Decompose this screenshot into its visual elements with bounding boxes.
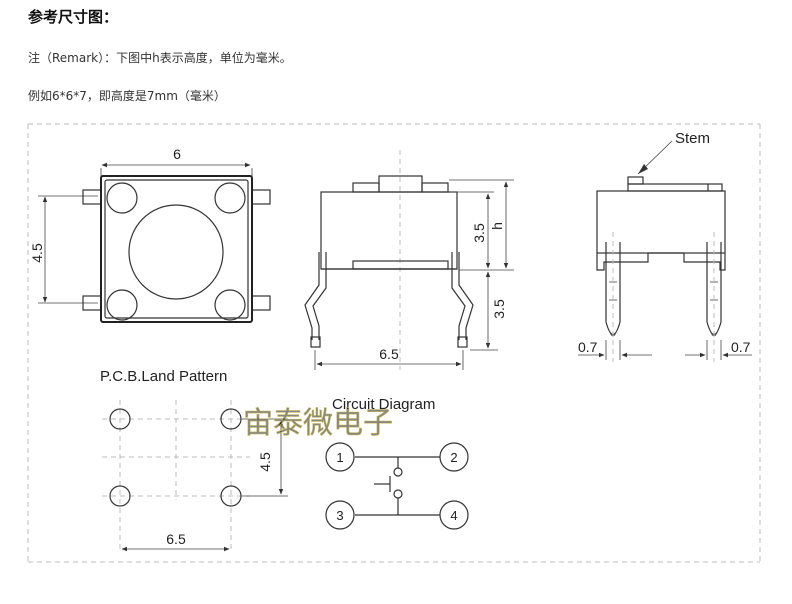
pin-4-label: 4 [450,508,457,523]
top-view: 6 4.5 [29,146,271,323]
left-pin-label: 0.7 [578,339,598,355]
remark-note: 注（Remark）：下图中h表示高度，单位为毫米。 [28,51,292,65]
pin-2-circle [439,442,469,472]
pcb-title: P.C.B.Land Pattern [100,368,227,385]
pin-3-label: 3 [336,508,343,523]
pcb-land-pattern: P.C.B.Land Pattern 4.5 6.5 [100,368,288,553]
circuit-diagram: Circuit Diagram 1 2 3 4 [325,396,469,530]
side-view: 3.5 h 3.5 6.5 [304,150,514,370]
side-height-label: 3.5 [471,223,487,243]
right-pin-label: 0.7 [731,339,751,355]
circuit-title: Circuit Diagram [332,396,435,413]
side-span-label: 6.5 [379,346,399,362]
top-width-label: 6 [173,146,181,162]
pcb-spacing-v: 4.5 [257,452,273,472]
end-view: Stem 0.7 0.7 [578,130,752,362]
pin-3-circle [325,500,355,530]
pcb-spacing-h: 6.5 [166,531,186,547]
pin-4-circle [439,500,469,530]
side-lead-label: 3.5 [491,299,507,319]
dashed-frame [27,123,761,563]
page-title: 参考尺寸图： [28,8,119,26]
pin-1-circle [325,442,355,472]
example-note: 例如6*6*7，即高度是7mm（毫米） [28,89,226,103]
pin-1-label: 1 [336,450,343,465]
side-h-label: h [489,222,505,230]
pin-2-label: 2 [450,450,457,465]
stem-label: Stem [675,130,710,147]
watermark: 宙泰微电子 [243,406,393,441]
top-height-label: 4.5 [29,243,45,263]
